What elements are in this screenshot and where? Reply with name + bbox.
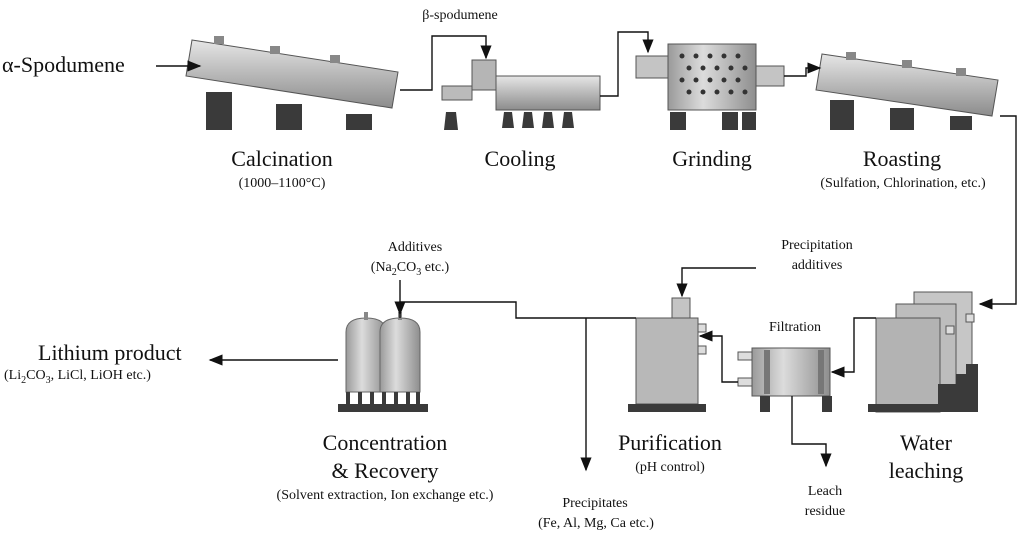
concentration-title-line2: & Recovery (331, 458, 439, 483)
roaster-to-leach-arrow (978, 115, 1017, 310)
grinding-title: Grinding (672, 146, 752, 171)
filter-to-purification-arrow (698, 330, 738, 383)
precip-additives-line1: Precipitation (781, 238, 853, 253)
flow-lines (156, 31, 1017, 472)
precip-additives-arrow (676, 267, 756, 298)
purification-detail: (pH control) (635, 460, 705, 475)
cooler (441, 59, 601, 130)
purification-to-concentration-line (399, 301, 636, 319)
intermediate-label: β-spodumene (422, 8, 498, 23)
leach-residue-line2: residue (804, 504, 846, 519)
concentration-title-line1: Concentration (322, 430, 448, 455)
leaching-title-line2: leaching (888, 458, 964, 483)
additives-label: Additives (387, 240, 443, 255)
filter-press (737, 347, 832, 412)
product-label: Lithium product (38, 340, 182, 365)
leach-to-filter-arrow (830, 317, 876, 378)
cooler-to-mill-arrow (600, 31, 654, 97)
roasting-kiln (815, 52, 999, 130)
kiln-to-cooler-arrow (400, 35, 492, 91)
leaching-title-line1: Water (900, 430, 952, 455)
cooling-title: Cooling (484, 146, 556, 171)
leach-residue-line1: Leach (807, 484, 843, 499)
feed-label: α-Spodumene (2, 52, 125, 77)
calcination-title: Calcination (231, 146, 333, 171)
purification-tank (628, 297, 707, 412)
calcination-kiln (185, 36, 399, 130)
purification-title: Purification (618, 430, 722, 455)
precipitates-detail: (Fe, Al, Mg, Ca etc.) (538, 516, 654, 531)
precip-additives-line2: additives (791, 258, 843, 273)
precipitates-label: Precipitates (562, 496, 628, 511)
roasting-detail: (Sulfation, Chlorination, etc.) (820, 176, 986, 191)
leaching-tanks (868, 291, 978, 413)
calcination-detail: (1000–1100°C) (238, 176, 326, 191)
leach-residue-arrow (791, 396, 832, 468)
ball-mill (635, 43, 785, 130)
filtration-title: Filtration (768, 320, 822, 335)
concentration-vessels (338, 312, 428, 412)
roasting-title: Roasting (862, 146, 942, 171)
concentration-detail: (Solvent extraction, Ion exchange etc.) (276, 488, 494, 503)
additives-example: (Na2CO3 etc.) (370, 260, 450, 278)
mill-to-roaster-arrow (784, 62, 822, 77)
product-detail: (Li2CO3, LiCl, LiOH etc.) (4, 368, 151, 386)
